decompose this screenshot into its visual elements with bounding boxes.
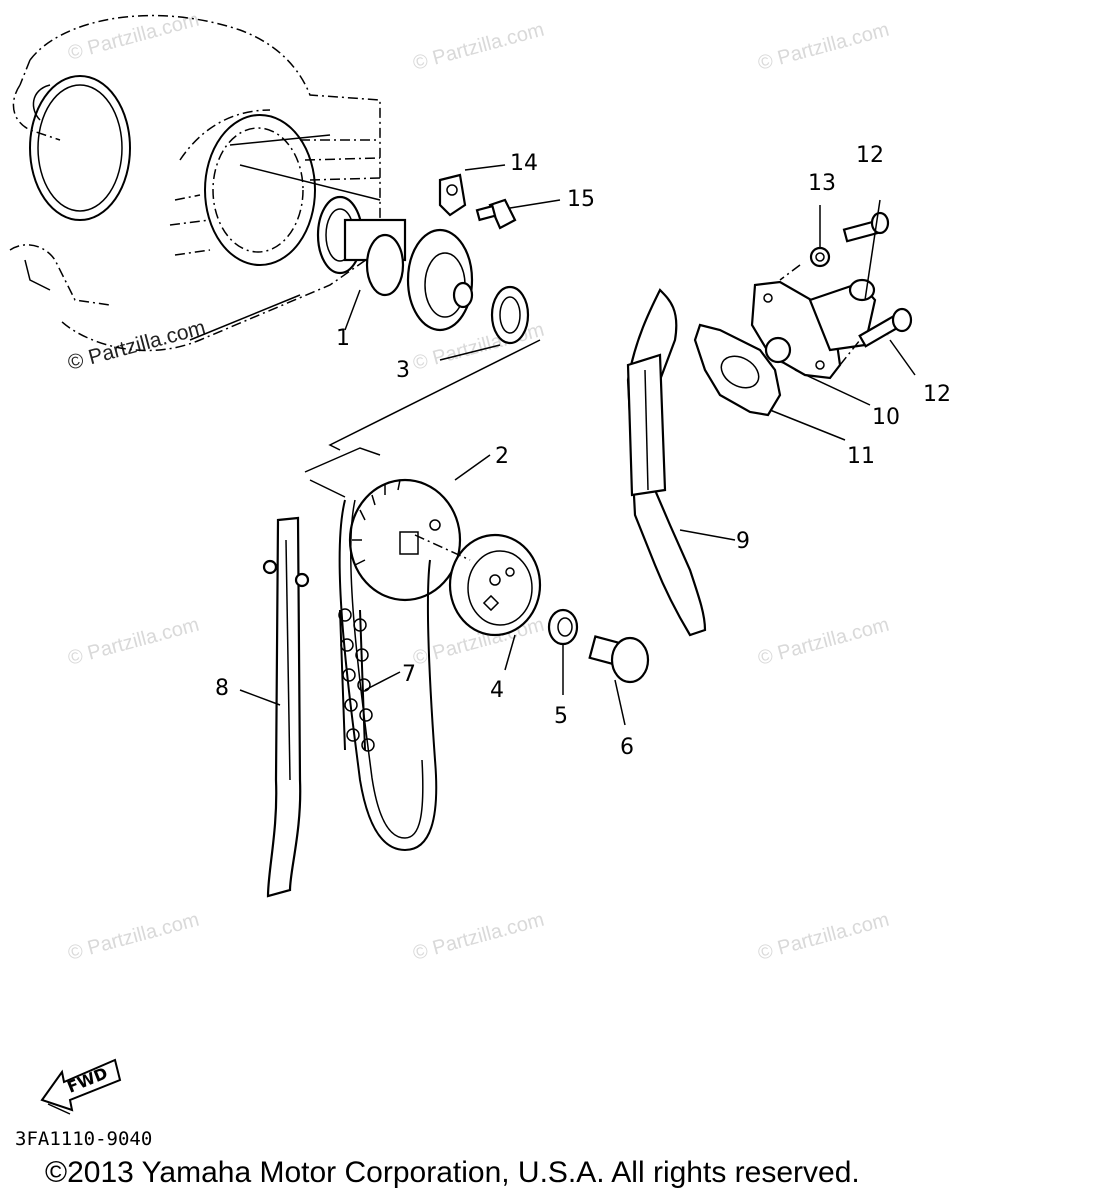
watermark: © Partzilla.com	[756, 19, 892, 75]
watermark: © Partzilla.com	[66, 909, 202, 965]
fwd-label: FWD	[64, 1063, 110, 1096]
callout-8: 8	[215, 676, 229, 701]
callouts: 1 2 3 4 5 6 7 8 9 10 11 12 12 13 14 15	[215, 143, 951, 760]
watermark: © Partzilla.com	[411, 19, 547, 75]
callout-10: 10	[872, 405, 900, 430]
bracket-part-14	[438, 173, 467, 217]
washer-part-13	[809, 246, 831, 268]
watermark: © Partzilla.com	[411, 909, 547, 965]
callout-13: 13	[808, 171, 836, 196]
callout-6: 6	[620, 735, 634, 760]
gasket-part-11	[693, 323, 782, 417]
chain-guide-part-8	[262, 516, 310, 898]
fwd-arrow-icon: FWD	[40, 1058, 122, 1115]
camshaft-part-1	[189, 195, 474, 341]
copyright-notice: ©2013 Yamaha Motor Corporation, U.S.A. A…	[45, 1156, 860, 1189]
chain-guide-part-9	[626, 288, 707, 637]
callout-3: 3	[396, 358, 410, 383]
watermark: © Partzilla.com	[756, 909, 892, 965]
watermark: © Partzilla.com	[756, 614, 892, 670]
circlip-part-3	[490, 285, 530, 345]
chain-links	[338, 608, 375, 752]
watermark: © Partzilla.com	[66, 614, 202, 670]
bolt-part-15	[475, 198, 517, 230]
plate-part-4	[448, 533, 542, 637]
bolt-part-6	[588, 635, 650, 684]
callout-4: 4	[490, 678, 504, 703]
callout-2: 2	[495, 444, 509, 469]
callout-7: 7	[402, 662, 416, 687]
callout-9: 9	[736, 529, 750, 554]
cam-sprocket-part-2	[348, 478, 462, 602]
callout-5: 5	[554, 704, 568, 729]
bolt-part-12-upper	[842, 211, 890, 243]
callout-1: 1	[336, 326, 350, 351]
callout-14: 14	[510, 151, 538, 176]
watermarks: © Partzilla.com © Partzilla.com © Partzi…	[66, 9, 892, 965]
leader-lines	[239, 164, 916, 726]
cylinder-head-phantom	[9, 14, 381, 352]
watermark-dark: © Partzilla.com	[65, 316, 208, 375]
callout-11: 11	[847, 444, 875, 469]
bolt-part-12-lower	[858, 307, 913, 348]
assembly-lines	[304, 264, 861, 561]
drawing-code: 3FA1110-9040	[15, 1128, 152, 1150]
callout-12-lower: 12	[923, 382, 951, 407]
washer-part-5	[547, 608, 579, 646]
callout-12-upper: 12	[856, 143, 884, 168]
callout-15: 15	[567, 187, 595, 212]
cam-chain-part-7	[338, 499, 438, 852]
